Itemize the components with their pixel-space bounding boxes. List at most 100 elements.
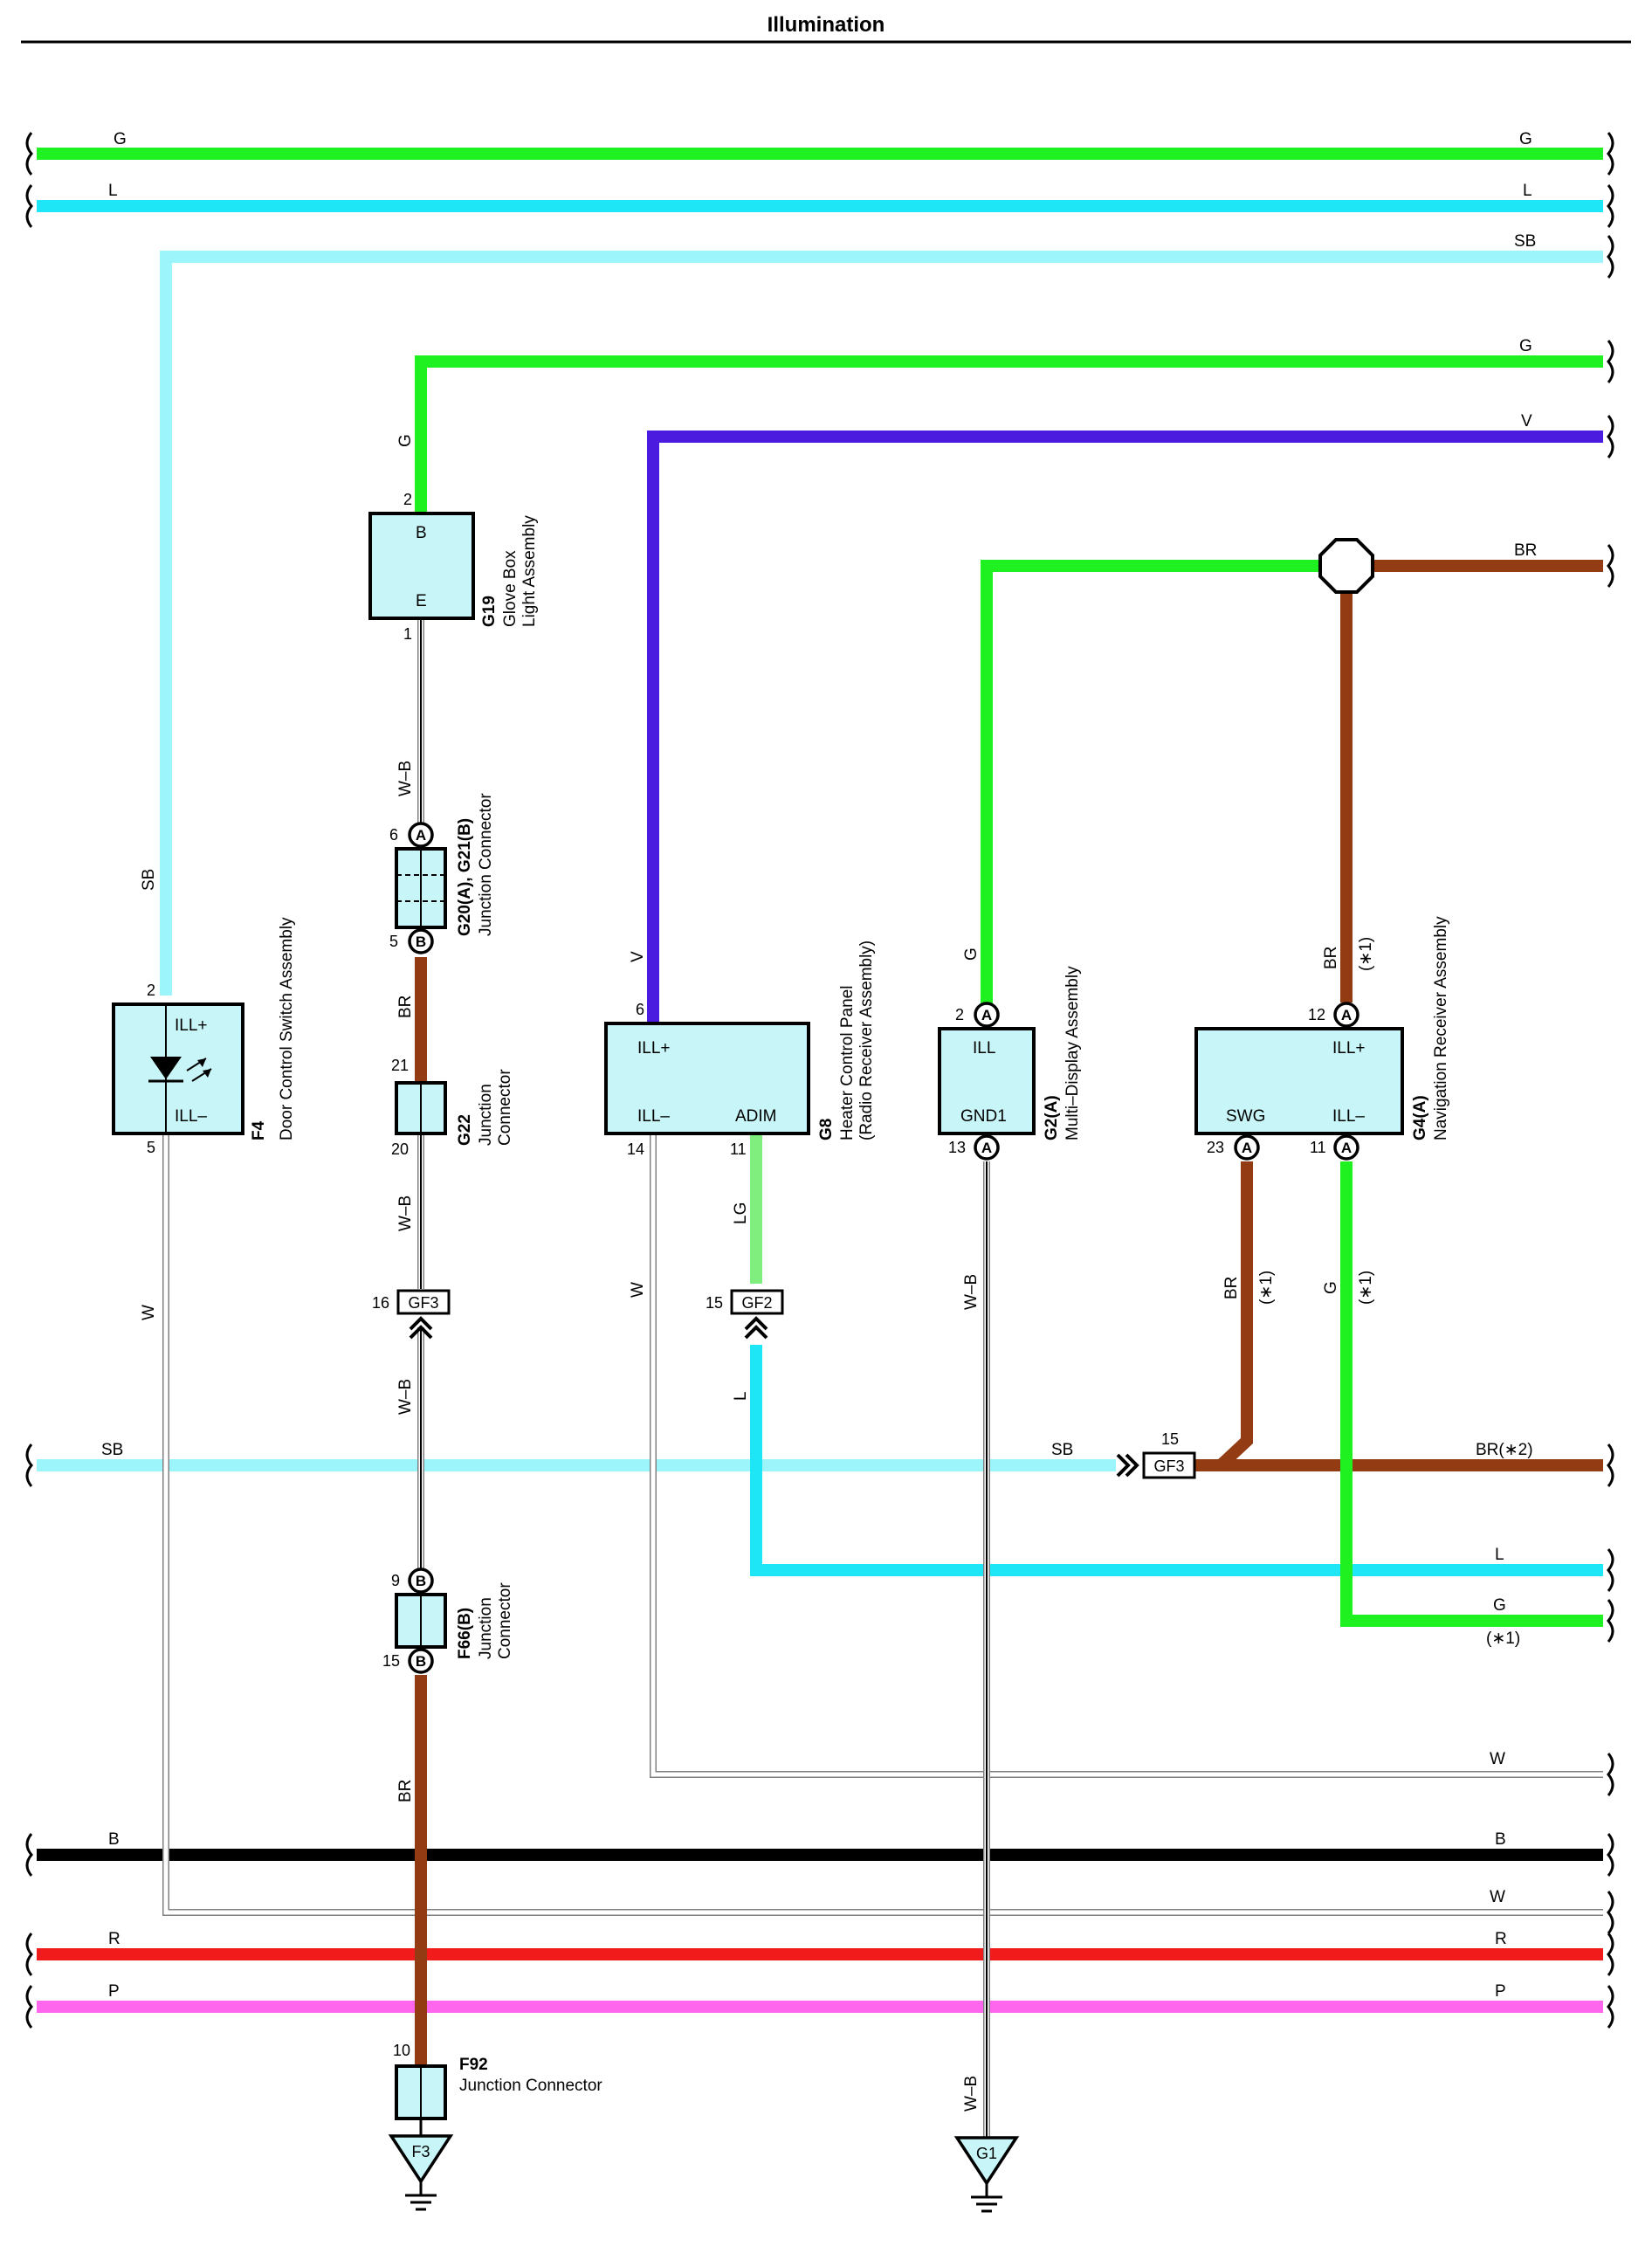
g19-name1: Glove Box bbox=[501, 550, 520, 627]
gf2-tag: GF2 bbox=[741, 1294, 772, 1312]
g4-term-ill-minus: ILL– bbox=[1332, 1107, 1365, 1126]
f66-tag-bottom: B bbox=[416, 1653, 426, 1670]
g8-pin-adim: 11 bbox=[730, 1140, 747, 1158]
splice-point bbox=[1318, 538, 1374, 594]
g2-pin-bottom: 13 bbox=[948, 1139, 966, 1156]
f66-name2: Connector bbox=[496, 1582, 514, 1659]
wire-sb-top bbox=[160, 251, 1603, 996]
label-w-g8-vert: W bbox=[629, 1282, 647, 1298]
label-g-low-r: G bbox=[1493, 1596, 1506, 1615]
component-g8: ILL+ ILL– ADIM 6 14 11 G8 Heater Control… bbox=[604, 940, 876, 1158]
g4-term-swg: SWG bbox=[1226, 1107, 1265, 1126]
gf3b-pin: 15 bbox=[1161, 1430, 1179, 1448]
label-b-r: B bbox=[1495, 1830, 1506, 1849]
component-gf3-left: GF3 16 bbox=[372, 1289, 451, 1340]
g19-name2: Light Assembly bbox=[520, 515, 539, 627]
label-p-l: P bbox=[108, 1982, 120, 2001]
ground-g1: G1 bbox=[953, 2136, 1020, 2213]
component-g19: B E 2 1 G19 Glove Box Light Assembly bbox=[368, 491, 539, 643]
g8-pin-ill-minus: 14 bbox=[627, 1140, 644, 1158]
g20-code: G20(A), G21(B) bbox=[456, 818, 474, 936]
gf2-pin: 15 bbox=[706, 1294, 723, 1312]
right-brackets bbox=[1607, 132, 1614, 2029]
label-v-vert: V bbox=[629, 951, 647, 962]
g20-name: Junction Connector bbox=[477, 793, 495, 936]
label-wb-vert2: W–B bbox=[396, 1195, 415, 1231]
component-f4: ILL+ ILL– 2 5 F4 Door Control Switch Ass… bbox=[112, 917, 296, 1156]
f4-pin-bottom: 5 bbox=[147, 1139, 155, 1156]
g4-name: Navigation Receiver Assembly bbox=[1432, 916, 1450, 1140]
g19-pin-bottom: 1 bbox=[403, 625, 412, 643]
g4-pin-swg: 23 bbox=[1207, 1139, 1224, 1156]
label-g-ill-vert: G bbox=[1322, 1281, 1340, 1294]
g8-name2: (Radio Receiver Assembly) bbox=[857, 940, 876, 1140]
wire-g-low bbox=[1340, 1161, 1603, 1627]
label-l-low-r: L bbox=[1495, 1546, 1504, 1564]
g22-code: G22 bbox=[456, 1114, 474, 1146]
g20-pin-bottom: 5 bbox=[389, 933, 398, 950]
label-g-l: G bbox=[114, 130, 127, 148]
label-wb-g2-vert: W–B bbox=[962, 1274, 981, 1310]
component-g22: 21 20 G22 Junction Connector bbox=[391, 1057, 514, 1158]
label-v-r: V bbox=[1521, 412, 1532, 431]
component-gf3-right: GF3 15 bbox=[1116, 1430, 1196, 1479]
label-w-f4-r: W bbox=[1490, 1888, 1505, 1906]
g4-code: G4(A) bbox=[1411, 1095, 1429, 1140]
page-title: Illumination bbox=[767, 13, 885, 37]
component-f92: 10 F92 Junction Connector bbox=[393, 2042, 602, 2136]
wire-w-f4 bbox=[162, 1133, 1603, 1916]
g2-tag-bottom: A bbox=[981, 1140, 992, 1156]
label-w-g8-r: W bbox=[1490, 1750, 1505, 1768]
g2-pin-top: 2 bbox=[955, 1006, 964, 1023]
g4-tag-ill-minus: A bbox=[1341, 1140, 1352, 1156]
g20-tag-bottom: B bbox=[416, 934, 426, 950]
g1-tag: G1 bbox=[976, 2145, 997, 2162]
g22-pin-bottom: 20 bbox=[391, 1140, 409, 1158]
label-sb-vert: SB bbox=[140, 869, 158, 891]
label-w-vert: W bbox=[140, 1305, 158, 1320]
led-icon bbox=[150, 1057, 182, 1079]
g19-term-top: B bbox=[416, 524, 427, 542]
g20-tag-top: A bbox=[416, 827, 426, 844]
g22-name1: Junction bbox=[477, 1084, 495, 1146]
wire-g-glovebox bbox=[415, 355, 1603, 512]
label-lg-vert: LG bbox=[732, 1202, 750, 1224]
gf3b-tag: GF3 bbox=[1153, 1457, 1184, 1475]
g2-code: G2(A) bbox=[1043, 1095, 1061, 1140]
label-wb-vert3: W–B bbox=[396, 1379, 415, 1415]
left-brackets bbox=[25, 132, 33, 2029]
wire-g-multi bbox=[981, 560, 1327, 1004]
label-g-multi-vert: G bbox=[962, 947, 981, 961]
f66-name1: Junction bbox=[477, 1597, 495, 1659]
wire-br-swg bbox=[1216, 1161, 1253, 1471]
g8-term-adim: ADIM bbox=[735, 1107, 777, 1126]
g4-tag-swg: A bbox=[1242, 1140, 1252, 1156]
component-g4: A A A ILL+ SWG ILL– 12 23 11 G4(A) Navig… bbox=[1194, 916, 1450, 1161]
label-note1-ill-vert: (∗1) bbox=[1357, 1271, 1375, 1305]
g19-term-bottom: E bbox=[416, 592, 427, 610]
f66-pin-top: 9 bbox=[391, 1572, 400, 1589]
g8-term-ill-minus: ILL– bbox=[637, 1107, 670, 1126]
g22-name2: Connector bbox=[496, 1069, 514, 1146]
g2-term-top: ILL bbox=[973, 1039, 995, 1058]
label-sb-r: SB bbox=[1514, 232, 1536, 251]
label-br-swg-vert: BR bbox=[1222, 1277, 1241, 1299]
ground-f3: F3 bbox=[388, 2134, 454, 2211]
label-b-l: B bbox=[108, 1830, 120, 1849]
component-g20: A B 6 5 G20(A), G21(B) Junction Connecto… bbox=[389, 793, 495, 954]
g4-pin-ill-minus: 11 bbox=[1310, 1139, 1326, 1156]
label-br-g4-vert: BR bbox=[1322, 947, 1340, 969]
label-l-r: L bbox=[1523, 182, 1532, 200]
label-note1-g4-vert: (∗1) bbox=[1357, 937, 1375, 971]
f66-tag-top: B bbox=[416, 1573, 426, 1589]
label-r-r: R bbox=[1495, 1930, 1507, 1948]
label-br2-r: BR(∗2) bbox=[1476, 1441, 1533, 1459]
wire-w-g8-in bbox=[650, 1135, 1603, 1777]
component-f66: B B 9 15 F66(B) Junction Connector bbox=[382, 1567, 514, 1674]
g8-pin-top: 6 bbox=[636, 1001, 644, 1018]
component-gf2: GF2 15 bbox=[706, 1289, 784, 1340]
component-g2: A A ILL GND1 2 13 G2(A) Multi–Display As… bbox=[938, 966, 1082, 1161]
g8-term-top: ILL+ bbox=[637, 1039, 671, 1058]
g2-tag-top: A bbox=[981, 1007, 992, 1023]
